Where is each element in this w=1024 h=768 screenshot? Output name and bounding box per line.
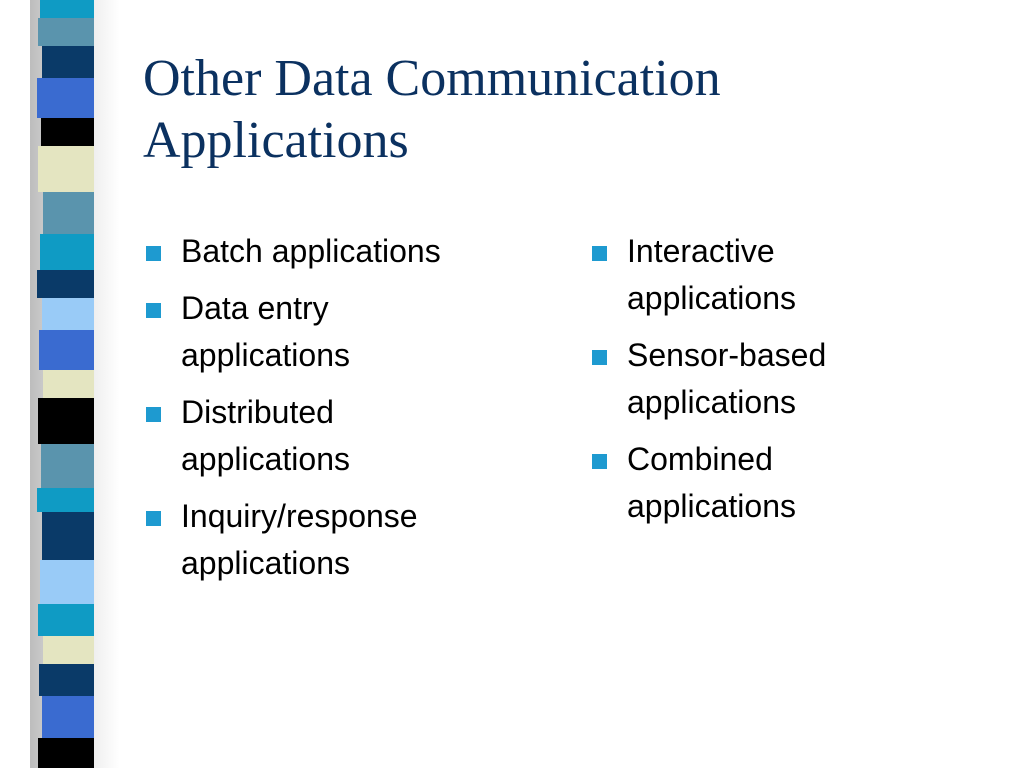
list-item-text: Inquiry/response [181,498,418,534]
strip-segment [38,18,94,46]
strip-segment [43,192,94,234]
square-bullet-icon [146,246,161,261]
strip-segment [40,234,94,270]
list-item: Batch applications [143,228,543,275]
square-bullet-icon [592,246,607,261]
strip-segment [37,270,94,298]
square-bullet-icon [146,511,161,526]
strip-segment [42,696,94,738]
title-line-2: Applications [143,112,409,169]
strip-segment [41,444,94,488]
list-item-text: Batch applications [181,233,441,269]
strip-segment [37,488,94,512]
strip-segment [43,370,94,398]
strip-segment [38,604,94,636]
list-item-text-continued: applications [627,488,796,524]
strip-segment [42,46,94,78]
list-item-text-continued: applications [181,545,350,581]
right-bullet-list: Interactive applications Sensor-based ap… [589,228,989,540]
list-item-text: Sensor-based [627,337,827,373]
list-item: Sensor-based applications [589,332,989,426]
strip-segment [42,298,94,330]
strip-segment [42,512,94,560]
strip-segment [40,0,94,18]
list-item: Distributed applications [143,389,543,483]
list-item-text: Interactive [627,233,775,269]
list-item: Inquiry/response applications [143,493,543,587]
list-item-text-continued: applications [181,337,350,373]
list-item: Data entry applications [143,285,543,379]
strip-segment [38,398,94,444]
strip-segment [41,118,94,146]
list-item-text-continued: applications [627,280,796,316]
strip-segment [38,738,94,768]
square-bullet-icon [146,303,161,318]
strip-segment [39,330,94,370]
strip-segment [43,636,94,664]
list-item-text-continued: applications [181,441,350,477]
square-bullet-icon [592,454,607,469]
strip-segment [37,78,94,118]
strip-segment [40,560,94,604]
strip-segment [39,664,94,696]
list-item-text: Data entry [181,290,329,326]
title-line-1: Other Data Communication [143,50,721,107]
decorative-side-strip [36,0,100,768]
left-bullet-list: Batch applications Data entry applicatio… [143,228,543,597]
slide-title: Other Data Communication Applications [143,48,983,172]
list-item-text: Combined [627,441,773,477]
square-bullet-icon [146,407,161,422]
square-bullet-icon [592,350,607,365]
strip-segment [38,146,94,192]
list-item-text: Distributed [181,394,334,430]
list-item: Interactive applications [589,228,989,322]
list-item-text-continued: applications [627,384,796,420]
list-item: Combined applications [589,436,989,530]
